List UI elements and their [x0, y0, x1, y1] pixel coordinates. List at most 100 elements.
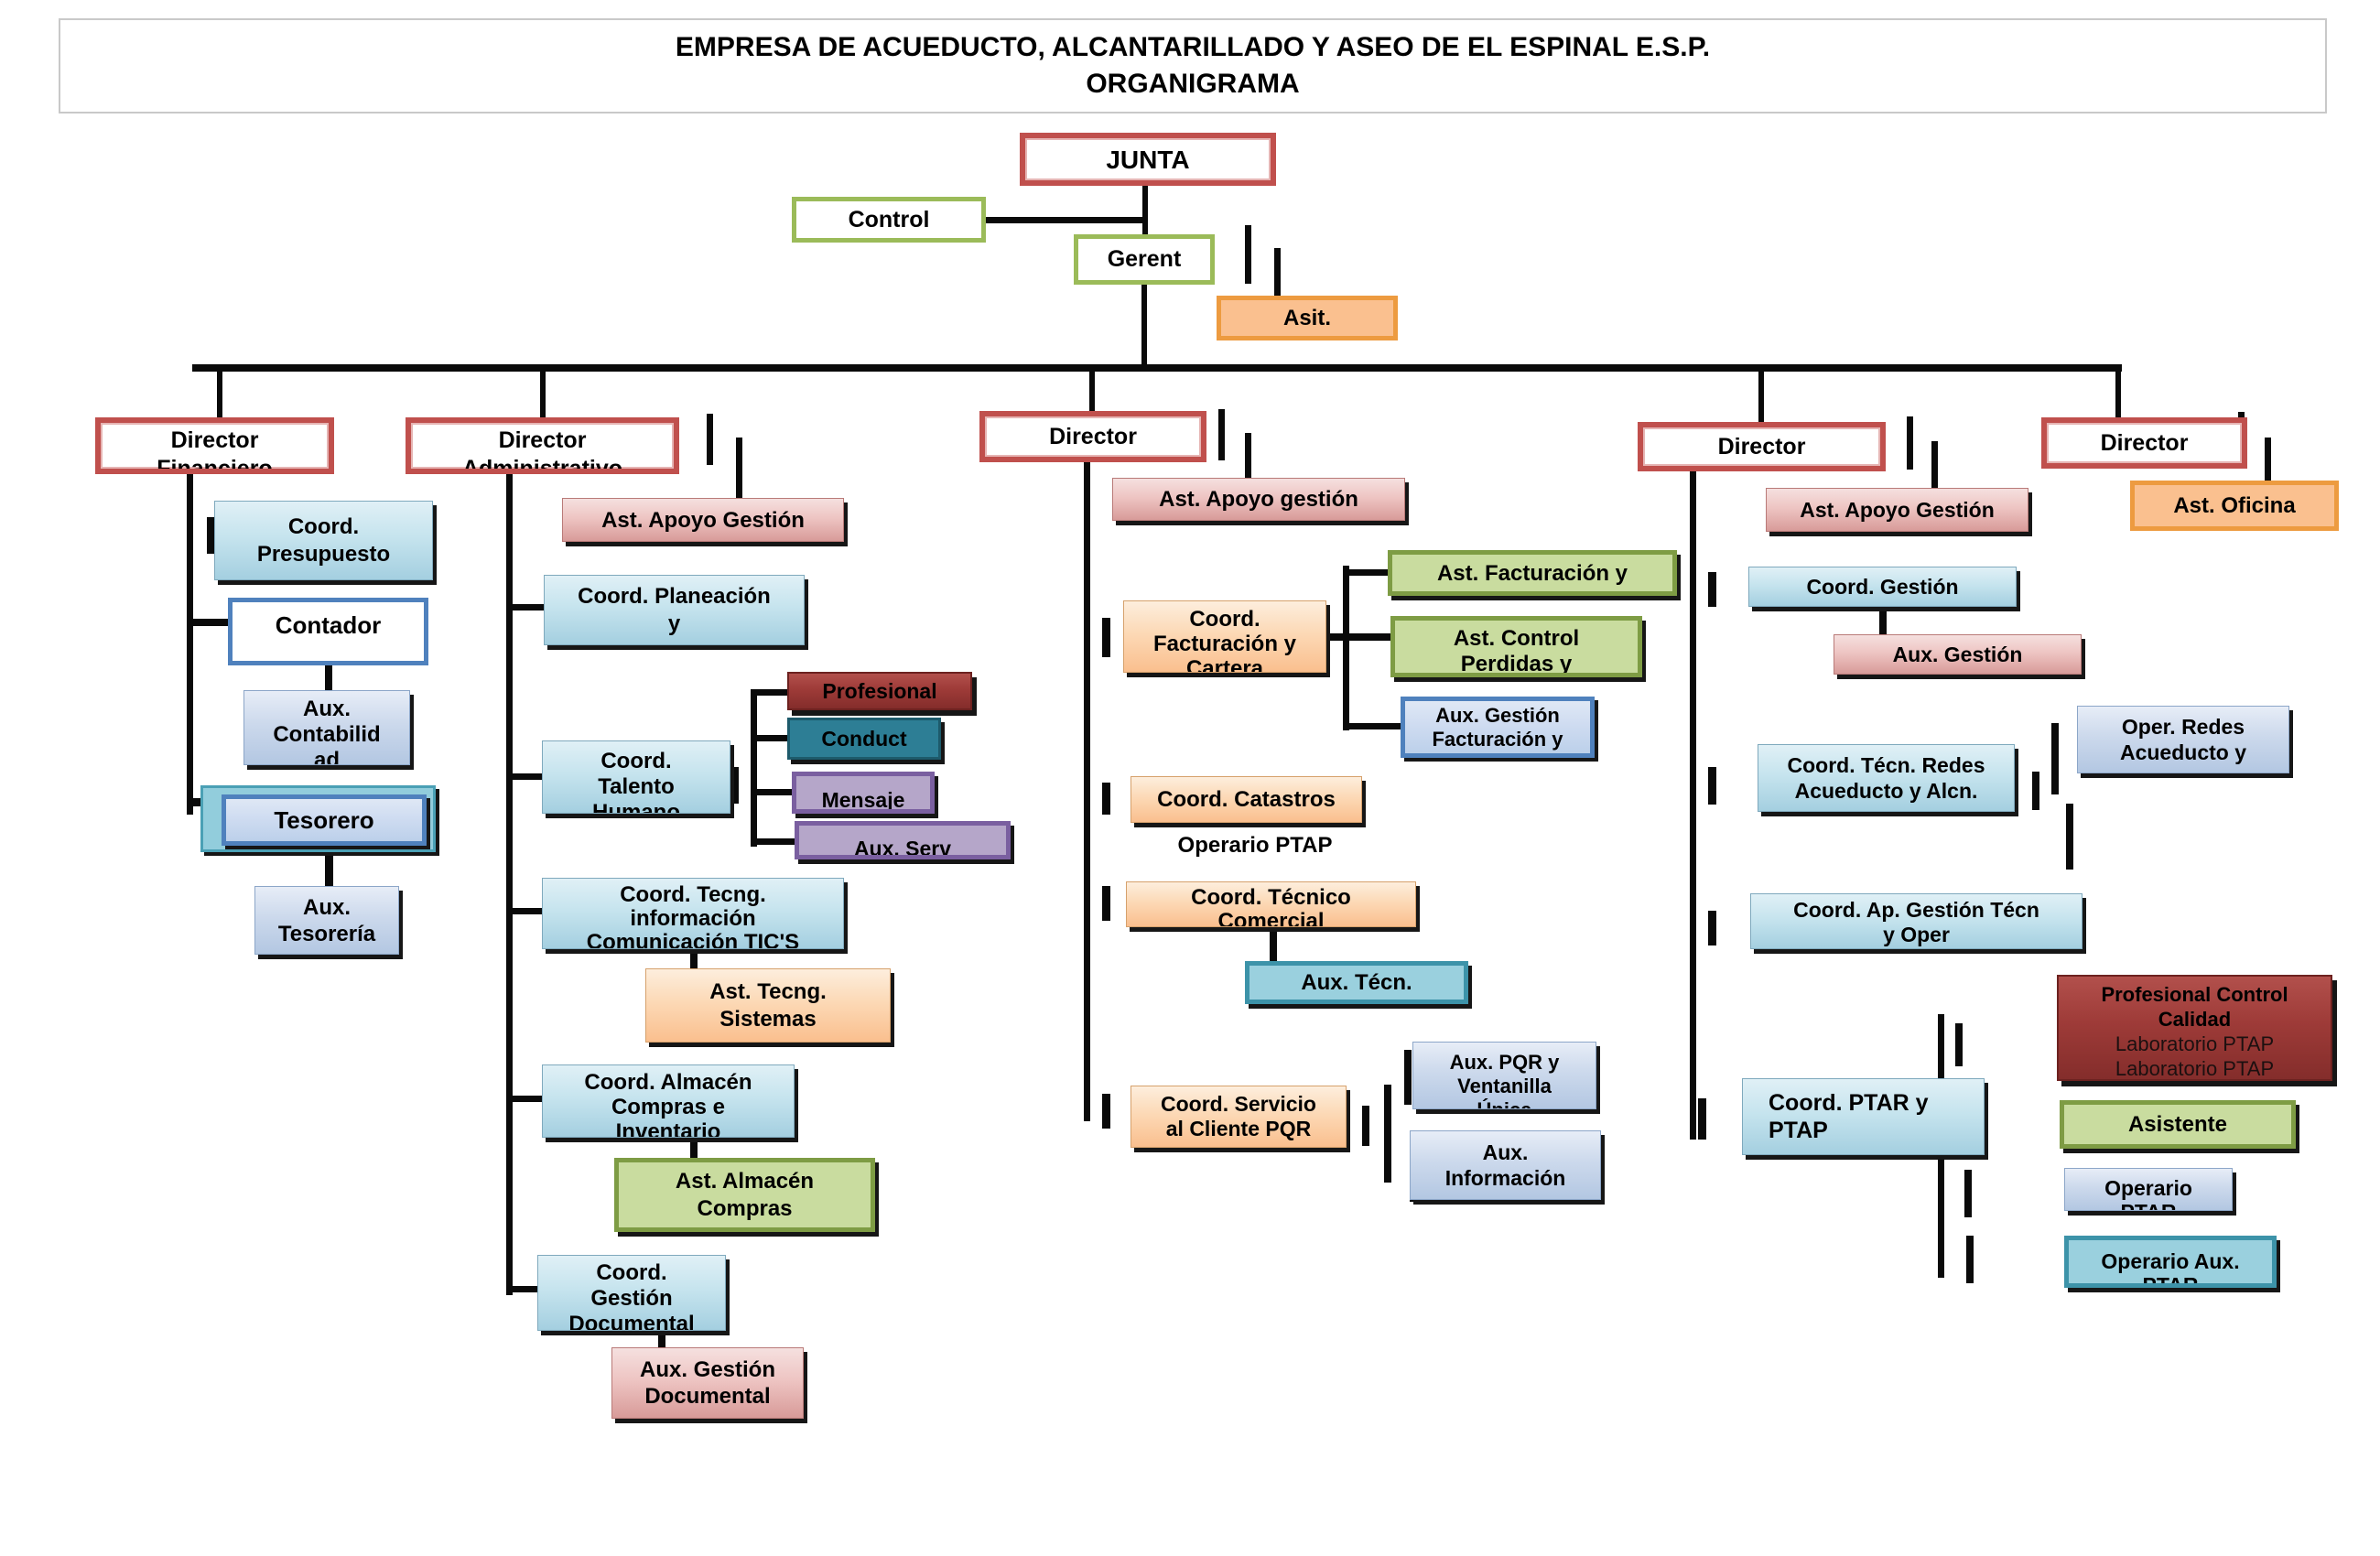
stub-mensajero	[751, 789, 792, 795]
line-redes-up	[2051, 723, 2059, 794]
aux-gestion-facturacion-box-label: Aux. Gestión	[1435, 703, 1560, 727]
coord-talento-box-label: Talento	[598, 774, 675, 799]
drop-director-administrativo	[540, 372, 546, 417]
profesional-control-calidad-box-label: Laboratorio PTAP	[2115, 1057, 2275, 1080]
line-control-h	[986, 217, 1143, 223]
org-title: EMPRESA DE ACUEDUCTO, ALCANTARILLADO Y A…	[675, 32, 1711, 62]
ast-oficina-box-label: Ast. Oficina	[2173, 493, 2296, 518]
coord-planeacion-box-label: y	[667, 611, 681, 636]
ast-tecnologia-sistemas-box: Ast. Tecng.Sistemas	[645, 968, 891, 1043]
ast-facturacion-box: Ast. Facturación y	[1388, 550, 1677, 596]
aux-tesoreria-box: Aux.Tesorería	[254, 886, 399, 955]
tick-profesional-control	[1955, 1023, 1963, 1066]
org-subtitle: ORGANIGRAMA	[1086, 69, 1300, 99]
ast-oficina-box: Ast. Oficina	[2130, 481, 2339, 531]
coord-catastros-box: Coord. Catastros	[1130, 776, 1362, 823]
operario-box: OperarioPTAR	[2064, 1168, 2233, 1211]
stub-aux-servicios	[751, 838, 795, 845]
aux-tecnico-box: Aux. Técn.	[1245, 961, 1468, 1004]
coord-tecn-redes-box-label: Coord. Técn. Redes	[1787, 753, 1985, 777]
stub-ast-control	[1343, 633, 1390, 641]
tick-dir-com-1	[1218, 409, 1225, 460]
profesional-box: Profesional	[787, 672, 972, 710]
aux-pqr-ventanilla-box-label: Aux. PQR y	[1449, 1051, 1560, 1074]
line-tecng-ast	[690, 949, 698, 968]
line-main-horizontal	[192, 364, 2122, 372]
stub-talento	[506, 773, 542, 780]
line-servicio-r2	[1384, 1085, 1391, 1183]
control-box-label: Control	[848, 206, 930, 232]
tick-facturacion	[1102, 618, 1110, 657]
ast-tecnologia-sistemas-box-label: Ast. Tecng.	[709, 978, 827, 1004]
tick-operario-aux	[1966, 1236, 1974, 1283]
ast-apoyo-gestion-com-box: Ast. Apoyo gestión	[1112, 478, 1405, 521]
tick-operario	[1964, 1170, 1972, 1217]
coord-tecnologia-informacion-box-label: Coord. Tecng.	[620, 882, 766, 907]
mensajero-box: Mensaje	[792, 772, 935, 814]
coord-presupuesto-box: Coord.Presupuesto	[214, 501, 433, 580]
coord-catastros-box-label: Coord. Catastros	[1157, 787, 1336, 812]
aux-pqr-ventanilla-box-label: Única	[1413, 1098, 1596, 1108]
director-financiero-box-label: Director	[170, 427, 259, 453]
ast-apoyo-gestion-adm-box-label: Ast. Apoyo Gestión	[601, 507, 805, 533]
asistente-box: Asistente	[2060, 1100, 2296, 1149]
aux-gestion-box: Aux. Gestión	[1834, 634, 2082, 675]
coord-almacen-compras-box-label: Inventario	[615, 1119, 721, 1138]
tick-dir-adm-1	[707, 414, 713, 465]
operario-aux-box: Operario Aux.PTAR	[2064, 1236, 2277, 1288]
tick-servicio-r1	[1362, 1106, 1369, 1146]
stub-gestion-documental	[506, 1286, 537, 1292]
asistente-gerencia-box-label: Asit.	[1282, 306, 1331, 330]
tick-dir-oper-1	[1907, 416, 1913, 470]
aux-informacion-box: Aux.Información	[1410, 1130, 1601, 1200]
coord-gestion-documental-box-label: Coord.	[596, 1260, 667, 1285]
tick-dir-adm-2	[736, 438, 742, 498]
ast-control-perdidas-box-label: Ast. Control	[1453, 626, 1580, 651]
aux-servicios-box: Aux. Serv	[795, 821, 1011, 859]
stub-conductor	[751, 735, 787, 741]
line-almacen-ast	[690, 1138, 698, 1158]
coord-tecnologia-informacion-box-label: información	[630, 906, 756, 931]
aux-contabilidad-box-label: Aux.	[302, 697, 351, 721]
coord-facturacion-cartera-box-label: Cartera	[1185, 656, 1264, 673]
tick-gerente-2	[1274, 248, 1281, 296]
ast-almacen-compras-box-label: Ast. Almacén	[675, 1168, 815, 1194]
mensajero-box-label: Mensaje	[821, 788, 905, 812]
operario-aux-box-label: Operario Aux.	[2101, 1249, 2240, 1273]
oper-redes-acueducto-box-label: Acueducto y	[2119, 740, 2247, 764]
coord-gestion-documental-box-label: Gestión	[590, 1286, 673, 1311]
director-operativo-box-label: Director	[1717, 433, 1806, 459]
line-contador-aux	[325, 665, 332, 690]
control-box: Control	[792, 197, 986, 243]
ast-tecnologia-sistemas-box-label: Sistemas	[719, 1006, 817, 1032]
ast-almacen-compras-box-label: Compras	[697, 1195, 793, 1221]
ast-apoyo-gestion-oper-box: Ast. Apoyo Gestión	[1766, 488, 2028, 532]
profesional-box-label: Profesional	[822, 678, 937, 703]
line-servicio-r3	[1404, 1050, 1412, 1105]
coord-almacen-compras-box-label: Compras e	[611, 1095, 726, 1119]
tick-coord-redes	[1708, 767, 1716, 805]
conductor-box-label: Conduct	[821, 726, 907, 751]
coord-talento-box-label: Coord.	[600, 749, 672, 773]
aux-informacion-box-label: Información	[1444, 1166, 1566, 1190]
coord-presupuesto-box-label: Presupuesto	[256, 541, 391, 567]
stub-almacen	[506, 1096, 542, 1102]
ast-control-perdidas-box-label: Perdidas y	[1460, 652, 1573, 676]
contador-box: Contador	[228, 598, 428, 665]
gerente-box: Gerent	[1074, 234, 1215, 285]
drop-director-operativo	[1758, 372, 1764, 422]
operario-ptap-label: Operario PTAP	[1159, 828, 1351, 861]
operario-box-label: PTAR	[2065, 1200, 2232, 1210]
